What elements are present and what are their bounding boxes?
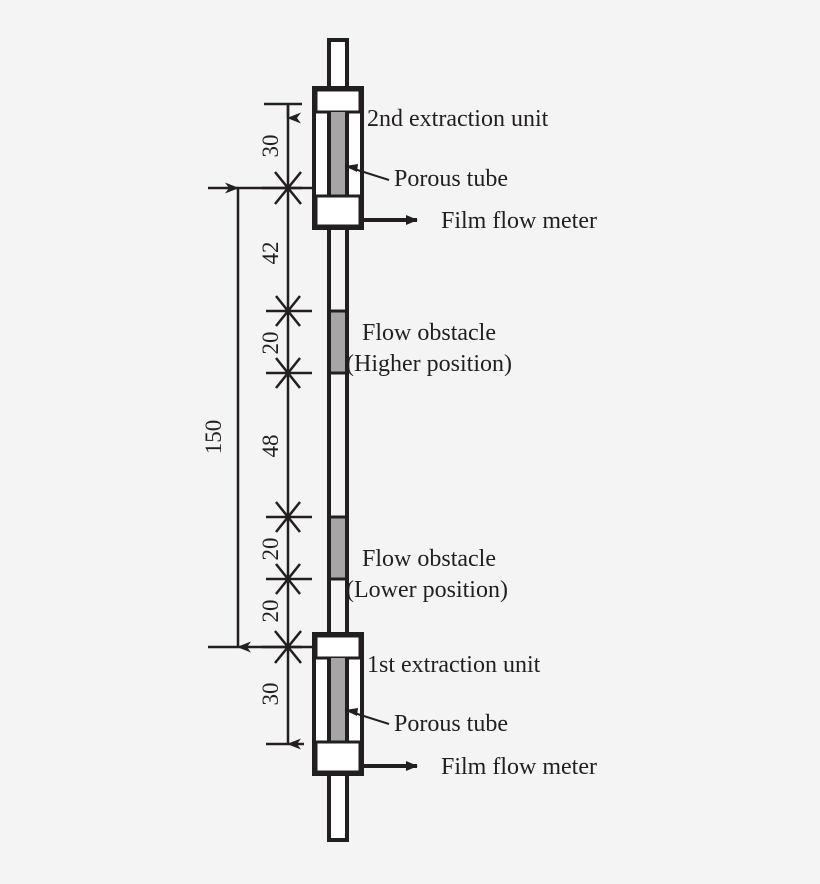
- dimension-value-1: 30: [258, 134, 283, 158]
- dimension-value-overall: 150: [201, 419, 226, 455]
- leader-porous-tube-top: [344, 164, 390, 181]
- dimension-tick: [266, 357, 312, 389]
- dimension-value-7: 30: [258, 682, 283, 706]
- dimension-tick: [266, 563, 312, 595]
- flow-obstacle-lower: [331, 515, 345, 581]
- label-porous-tube-top: Porous tube: [394, 166, 508, 192]
- dimension-tick: [266, 295, 312, 327]
- label-flow-obstacle-higher-line2: (Higher position): [346, 351, 512, 377]
- dimension-value-6: 20: [258, 599, 283, 623]
- dimension-value-3: 20: [258, 331, 283, 355]
- label-flow-obstacle-higher-line1: Flow obstacle: [362, 320, 496, 346]
- second-extraction-unit[interactable]: [312, 86, 418, 230]
- label-film-flow-meter-top: Film flow meter: [441, 208, 597, 234]
- dimension-value-2: 42: [258, 241, 283, 265]
- dimension-tick: [262, 171, 314, 205]
- label-film-flow-meter-bottom: Film flow meter: [441, 754, 597, 780]
- label-porous-tube-bottom: Porous tube: [394, 711, 508, 737]
- dimension-value-4: 48: [258, 434, 283, 458]
- leader-porous-tube-bottom: [344, 708, 390, 725]
- dimension-tick: [266, 501, 312, 533]
- dimension-value-5: 20: [258, 537, 283, 561]
- label-second-extraction-unit: 2nd extraction unit: [367, 106, 549, 132]
- porous-tube-segment-bottom: [331, 658, 345, 742]
- flow-obstacle-higher: [331, 309, 345, 375]
- porous-tube-segment-top: [331, 112, 345, 196]
- dimension-chain: [262, 102, 314, 750]
- first-extraction-unit[interactable]: [312, 632, 418, 776]
- label-flow-obstacle-lower-line1: Flow obstacle: [362, 546, 496, 572]
- label-flow-obstacle-lower-line2: (Lower position): [346, 577, 508, 603]
- label-first-extraction-unit: 1st extraction unit: [367, 652, 541, 678]
